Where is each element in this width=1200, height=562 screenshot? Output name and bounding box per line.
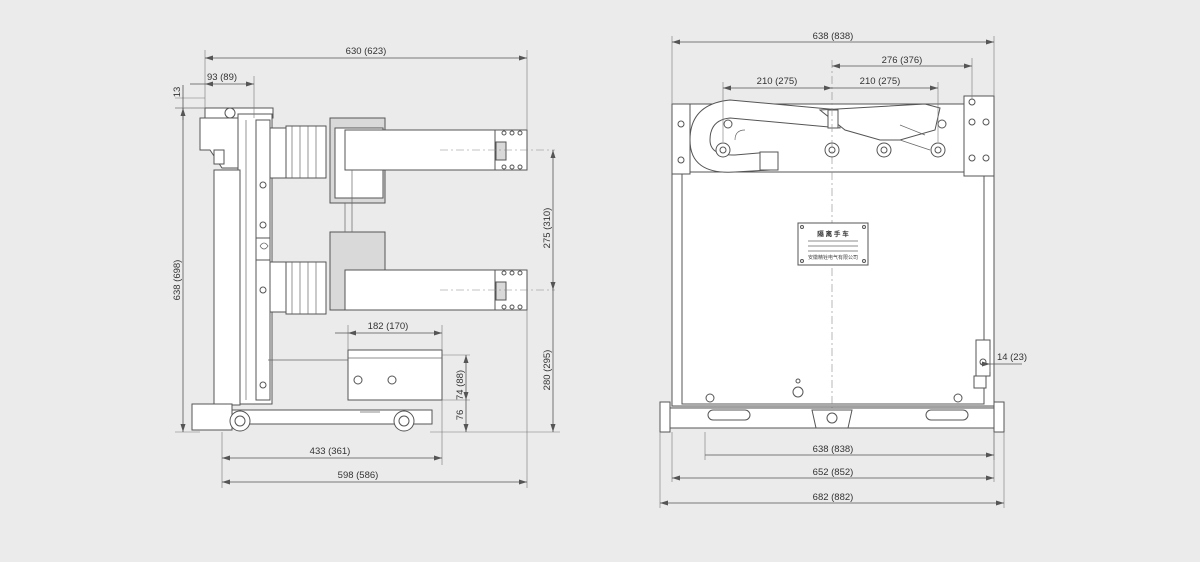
- frame-bolt: [259, 286, 267, 294]
- frame-bolt: [259, 381, 267, 389]
- frame-bolt: [259, 221, 267, 229]
- dim-top-small: 13: [172, 87, 183, 98]
- dim-bracket-width: 182 (170): [368, 321, 409, 332]
- frame-bolt: [259, 181, 267, 189]
- dim-overall-height: 638 (698): [172, 260, 183, 301]
- dim-lower-contact-height: 280 (295): [542, 350, 553, 391]
- right-side-post: [963, 95, 995, 177]
- dim-side-tab: 14 (23): [997, 352, 1027, 363]
- dim-base-length: 433 (361): [310, 446, 351, 457]
- lock-symbol: [259, 242, 269, 250]
- dim-top-offset: 93 (89): [207, 72, 237, 83]
- right-handle: [925, 409, 969, 421]
- upper-arm-tube: [344, 129, 496, 171]
- upper-contact-tip: [495, 141, 507, 161]
- dim-bottom-3: 682 (882): [813, 492, 854, 503]
- dim-bottom-1: 638 (838): [813, 444, 854, 455]
- front-stop: [191, 403, 233, 431]
- dim-bracket-height: 74 (88): [455, 370, 466, 400]
- dim-arm-offset: 276 (376): [882, 55, 923, 66]
- upper-insulator: [285, 125, 327, 179]
- nameplate-title: 隔 离 手 车: [817, 229, 849, 238]
- nameplate-footer: 安徽精铨电气有限公司: [808, 254, 858, 261]
- left-side-view: 630 (623) 93 (89) 13 638 (698) 275 (310)…: [172, 46, 560, 488]
- dim-right-pivot: 210 (275): [860, 76, 901, 87]
- dim-overall-width: 630 (623): [346, 46, 387, 57]
- rear-panel: [213, 169, 241, 406]
- hook: [213, 149, 225, 165]
- top-pivot: [224, 107, 236, 119]
- nameplate: 隔 离 手 车 安徽精铨电气有限公司: [797, 222, 869, 266]
- lower-insulator: [285, 261, 327, 315]
- dim-bottom-2: 652 (852): [813, 467, 854, 478]
- left-handle: [707, 409, 751, 421]
- dim-left-pivot: 210 (275): [757, 76, 798, 87]
- link-arm: [818, 103, 941, 141]
- upper-flange: [269, 127, 287, 179]
- dim-wheel-height: 76: [455, 410, 466, 421]
- lower-bracket: [347, 349, 443, 401]
- lower-arm-tube: [344, 269, 496, 311]
- lower-contact-tip: [495, 281, 507, 301]
- dim-total-length: 598 (586): [338, 470, 379, 481]
- dim-overall-width-right: 638 (838): [813, 31, 854, 42]
- dim-contact-spacing: 275 (310): [542, 208, 553, 249]
- lower-flange: [269, 261, 287, 313]
- side-tab: [975, 339, 991, 377]
- body-panel: [681, 171, 985, 405]
- right-front-view: 隔 离 手 车 安徽精铨电气有限公司 638 (838): [659, 31, 1027, 508]
